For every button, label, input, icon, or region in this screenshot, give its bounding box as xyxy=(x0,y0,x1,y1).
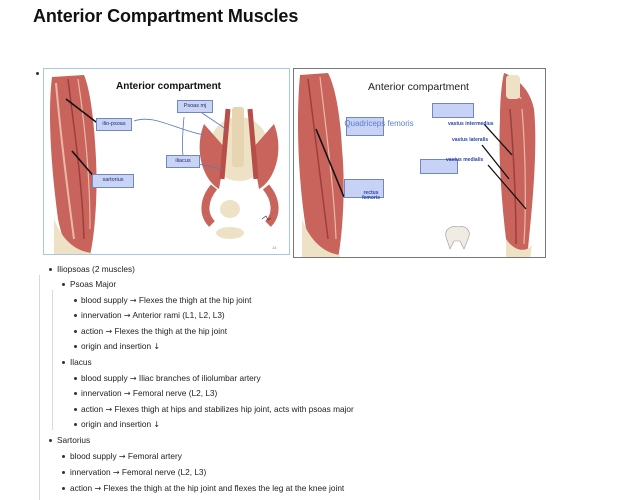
bullet-dot xyxy=(74,377,77,380)
arrow-right-icon: → xyxy=(105,327,113,336)
item-key: innervation xyxy=(81,310,122,320)
arrow-right-icon: → xyxy=(129,374,137,383)
label-quadriceps-box xyxy=(346,117,384,136)
item-key: origin and insertion xyxy=(81,419,152,429)
item-value: Anterior rami (L1, L2, L3) xyxy=(132,310,225,320)
slide-image-anterior-compartment-2[interactable]: Anterior compartment Quadriceps femoris … xyxy=(293,68,546,258)
item-value: Femoral artery xyxy=(127,451,182,461)
bullet-dot xyxy=(74,299,77,302)
psoas-action[interactable]: action → Flexes the thigh at the hip joi… xyxy=(81,325,227,338)
bullet-dot xyxy=(74,314,77,317)
item-key: origin and insertion xyxy=(81,341,152,351)
item-key: action xyxy=(70,483,93,493)
item-key: action xyxy=(81,326,104,336)
label-ilio-psoas: ilio-psoas xyxy=(96,118,132,131)
page-title: Anterior Compartment Muscles xyxy=(33,6,299,26)
psoas-origin-insertion[interactable]: origin and insertion ↓ xyxy=(81,340,160,353)
sartorius-blood-supply[interactable]: blood supply → Femoral artery xyxy=(70,450,182,463)
bullet-dot xyxy=(74,330,77,333)
arrow-right-icon: → xyxy=(123,389,131,398)
label-sartorius: sartorius xyxy=(92,174,134,188)
bullet-dot xyxy=(49,439,52,442)
label-quadriceps-femoris: Quadriceps femoris xyxy=(344,119,414,128)
label-rectus-box xyxy=(344,179,384,198)
bullet-dot xyxy=(74,345,77,348)
outline-psoas-major[interactable]: Psoas Major xyxy=(70,279,117,289)
sartorius-action[interactable]: action → Flexes the thigh at the hip joi… xyxy=(70,482,344,495)
bullet-dot xyxy=(62,361,65,364)
arrow-right-icon: → xyxy=(94,484,102,493)
label-vastus-intermedius: vastus intermedius xyxy=(448,121,494,127)
item-key: blood supply xyxy=(70,451,117,461)
slide2-title: Anterior compartment xyxy=(368,81,469,93)
item-value: Flexes the thigh at the hip joint xyxy=(138,295,252,305)
outline-sartorius[interactable]: Sartorius xyxy=(57,435,91,445)
sartorius-innervation[interactable]: innervation → Femoral nerve (L2, L3) xyxy=(70,466,206,479)
bullet-dot xyxy=(62,471,65,474)
arrow-right-icon: → xyxy=(105,405,113,414)
item-value: Iliac branches of iliolumbar artery xyxy=(138,373,261,383)
outline-iliacus[interactable]: Ilacus xyxy=(70,357,92,367)
label-vastus-medialis: vastus medialis xyxy=(446,157,484,163)
item-value: Femoral nerve (L2, L3) xyxy=(132,388,218,398)
item-value: Flexes the thigh at the hip joint and fl… xyxy=(103,483,345,493)
label-vastus-box-top xyxy=(432,103,474,118)
guide-line xyxy=(39,275,40,500)
bullet-dot xyxy=(62,455,65,458)
label-psoas-mj: Psoas mj xyxy=(177,100,213,113)
label-iliacus: iliacus xyxy=(166,155,200,168)
arrow-down-icon: ↓ xyxy=(153,420,161,429)
iliacus-innervation[interactable]: innervation → Femoral nerve (L2, L3) xyxy=(81,387,217,400)
psoas-innervation[interactable]: innervation → Anterior rami (L1, L2, L3) xyxy=(81,309,225,322)
slide-image-anterior-compartment-1[interactable]: Anterior compartment Psoas mj ilio-psoas… xyxy=(43,68,290,255)
arrow-right-icon: → xyxy=(118,452,126,461)
arrow-right-icon: → xyxy=(129,296,137,305)
arrow-down-icon: ↓ xyxy=(153,342,161,351)
item-value: Flexes thigh at hips and stabilizes hip … xyxy=(114,404,354,414)
label-vastus-box-mid xyxy=(420,159,458,174)
bullet-dot xyxy=(74,408,77,411)
bullet-dot xyxy=(62,283,65,286)
item-key: action xyxy=(81,404,104,414)
arrow-right-icon: → xyxy=(123,311,131,320)
item-key: blood supply xyxy=(81,295,128,305)
slide2-illustration xyxy=(298,73,536,257)
iliacus-action[interactable]: action → Flexes thigh at hips and stabil… xyxy=(81,403,354,416)
item-key: innervation xyxy=(70,467,111,477)
item-value: Flexes the thigh at the hip joint xyxy=(114,326,228,336)
psoas-blood-supply[interactable]: blood supply → Flexes the thigh at the h… xyxy=(81,294,251,307)
label-vastus-lateralis: vastus lateralis xyxy=(452,137,489,143)
iliacus-origin-insertion[interactable]: origin and insertion ↓ xyxy=(81,418,160,431)
bullet-dot xyxy=(74,423,77,426)
item-key: innervation xyxy=(81,388,122,398)
arrow-right-icon: → xyxy=(112,468,120,477)
bullet-dot xyxy=(36,72,39,75)
guide-line xyxy=(52,290,53,430)
outline-iliopsoas[interactable]: Iliopsoas (2 muscles) xyxy=(57,264,135,274)
item-key: blood supply xyxy=(81,373,128,383)
bullet-dot xyxy=(74,392,77,395)
slide1-page-number: 14 xyxy=(272,245,277,250)
slide1-illustration xyxy=(50,75,279,254)
label-rectus-femoris: rectus femoris xyxy=(361,190,381,201)
bullet-dot xyxy=(62,487,65,490)
iliacus-blood-supply[interactable]: blood supply → Iliac branches of iliolum… xyxy=(81,372,261,385)
item-value: Femoral nerve (L2, L3) xyxy=(121,467,207,477)
bullet-dot xyxy=(49,268,52,271)
slide1-title: Anterior compartment xyxy=(116,81,222,92)
